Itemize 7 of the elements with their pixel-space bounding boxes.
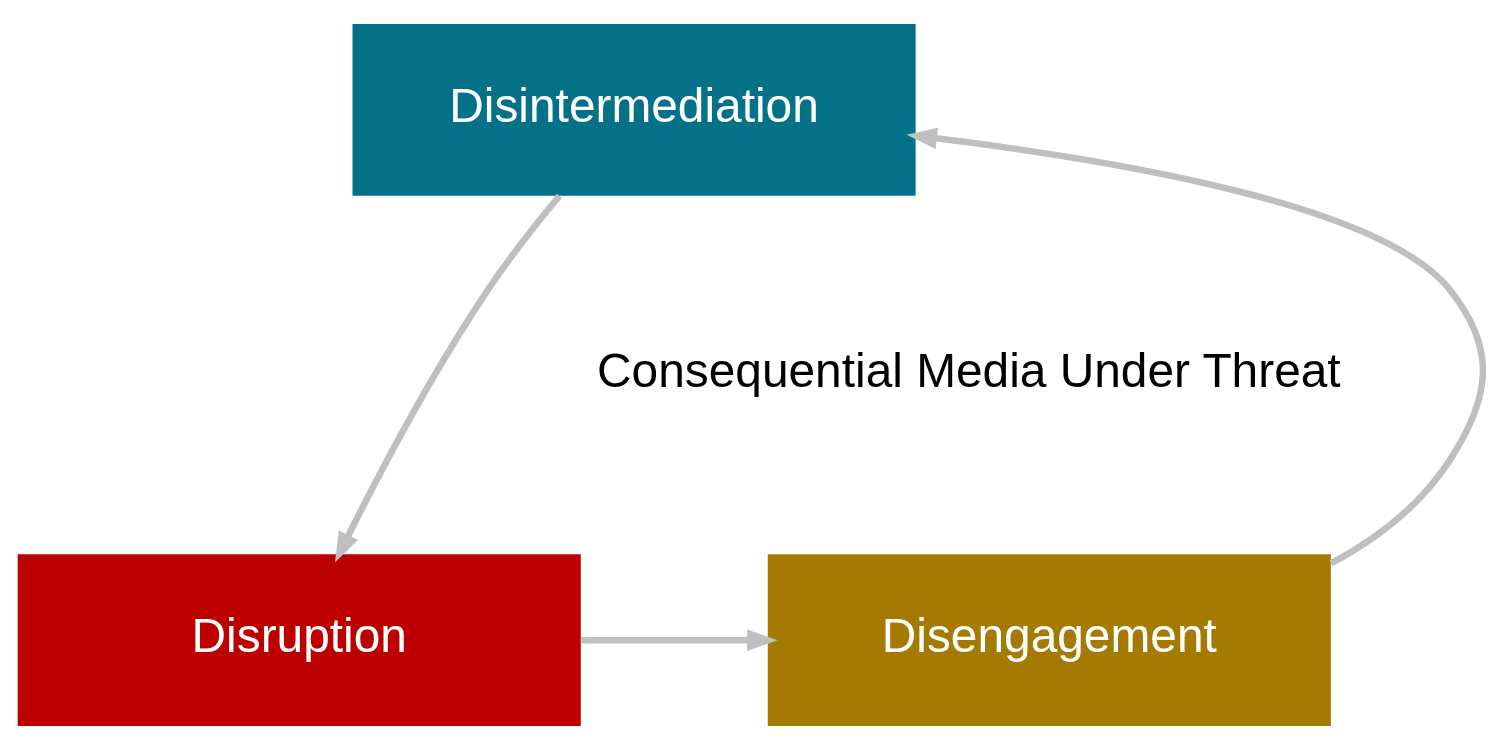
node-box: Disintermediation [352,23,916,196]
node-box: Disengagement [767,554,1331,727]
node-box: Disruption [17,554,581,727]
arrow [334,193,562,563]
arrow [906,127,1486,567]
label: Consequential Media Under Threat [596,344,1341,398]
arrow [580,629,778,651]
